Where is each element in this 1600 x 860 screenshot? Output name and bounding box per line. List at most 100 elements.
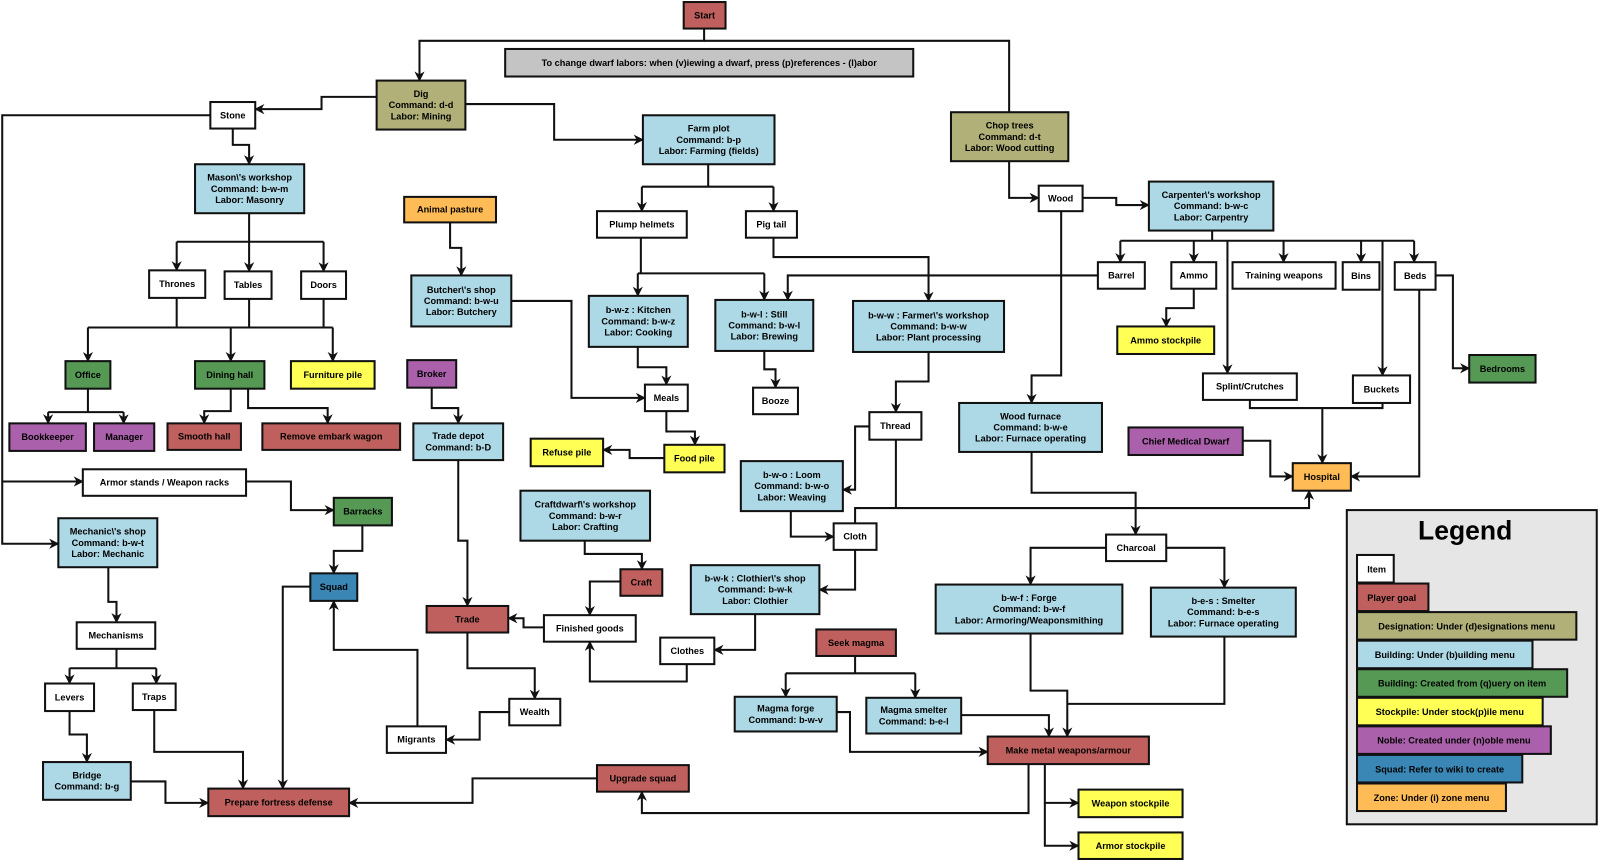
connector-wealth-to-migrants [444,711,510,745]
node-box [148,269,207,299]
node-refuse: Refuse pile [529,437,605,468]
node-label: Animal pasture [417,205,483,215]
legend-item-designation: Designation: Under (d)esignations menu [1355,611,1578,641]
node-label: Tables [234,280,262,290]
node-box [385,725,448,754]
node-box [714,298,815,352]
node-pasture: Animal pasture [403,195,498,224]
connector-broker-to-depot [430,387,464,425]
node-label: Smooth hall [178,432,230,442]
node-box [1127,426,1244,457]
legend-label: Player goal [1367,593,1416,603]
node-beds: Beds [1393,261,1437,291]
node-box [595,210,688,239]
node-box [744,210,798,239]
legend-label: Stockpile: Under stock(p)ile menu [1376,707,1524,717]
node-label: Squad [320,582,348,592]
node-trade: Trade [425,604,510,634]
node-craft: Craft [619,568,664,597]
node-label: Clothes [670,646,704,656]
node-ammo: Ammo [1170,261,1218,290]
node-box [852,299,1006,353]
connector-start-to-chop [704,39,1011,113]
node-label: b-w-k : Clothier\'s shop [705,573,806,583]
node-note: To change dwarf labors: when (v)iewing a… [504,47,915,78]
node-label: Traps [142,692,166,702]
node-label: Labor: Armoring/Weaponsmithing [955,615,1103,625]
node-barrel: Barrel [1096,261,1146,290]
connector-barrel-to-still [782,274,1098,301]
node-box [1468,353,1537,384]
node-box [375,79,467,131]
connector-makemetal-to-weaponstock [1043,764,1080,808]
node-hospital: Hospital [1291,462,1352,492]
node-label: Hospital [1304,472,1340,482]
node-label: Manager [105,432,143,442]
connector-upgrade-to-prepare [348,777,597,808]
node-box [1291,462,1352,492]
node-barracks: Barracks [332,496,393,527]
node-office: Office [64,360,112,390]
node-box [529,437,605,468]
legend-label: Building: Under (b)uilding menu [1375,650,1515,660]
connector-cloth-to-hospital [854,489,1315,524]
node-label: Refuse pile [542,448,591,458]
node-finished: Finished goods [542,614,637,643]
node-broker: Broker [406,359,458,389]
connector-bridge-to-prepare [130,780,210,808]
node-label: Command: b-w-u [424,296,499,306]
node-ammostock: Ammo stockpile [1116,325,1216,356]
node-label: Furniture pile [303,370,362,380]
node-box [207,787,351,818]
node-box [44,682,96,713]
node-label: Labor: Wood cutting [965,143,1055,153]
connector-layer [1,28,1471,851]
connector-dining-to-wagon [247,388,333,425]
node-label: Labor: Furnace operating [1168,618,1279,628]
node-label: Prepare fortress defense [225,797,333,807]
node-wood: Wood [1037,184,1084,213]
node-label: Splint/Crutches [1216,382,1284,392]
node-label: Craft [631,578,652,588]
connector-clothes-to-finished [584,640,688,683]
connector-forge-to-makemetal [1029,633,1073,738]
node-box [332,496,393,527]
node-label: Make metal weapons/armour [1006,745,1132,755]
node-label: Command: b-w-l [728,320,800,330]
node-buckets: Buckets [1351,374,1412,404]
node-label: Office [75,370,101,380]
node-label: Trade [455,614,479,624]
connector-furnace-to-charcoal [1030,451,1141,536]
connector-splint-to-hospital [1248,399,1328,465]
node-box [209,100,257,130]
connector-levers-to-bridge [68,711,93,764]
legend-item-noble: Noble: Created under (n)oble menu [1355,725,1552,755]
node-box [832,522,878,551]
node-label: Mechanisms [88,631,143,641]
node-label: Command: b-w-t [72,538,144,548]
node-label: Pig tail [756,219,786,229]
connector-depot-to-trade [457,460,473,607]
legend-title: Legend [1418,516,1512,546]
connector-cmd-to-hospital [1242,439,1294,482]
node-upgrade: Upgrade squad [595,764,690,793]
node-armorstands: Armor stands / Weapon racks [81,468,248,497]
node-furniture: Furniture pile [289,360,376,390]
node-label: Labor: Mining [391,111,452,121]
node-label: Command: b-e-s [1187,607,1259,617]
node-box [223,270,273,300]
node-label: Chop trees [986,121,1034,131]
legend-label: Designation: Under (d)esignations menu [1378,621,1555,631]
node-box [166,422,242,451]
node-label: Carpenter\'s workshop [1162,190,1261,200]
node-box [689,564,821,616]
node-manager: Manager [93,422,156,452]
node-label: Remove embark wagon [280,432,383,442]
node-plump: Plump helmets [595,210,688,239]
connector-wood-to-furnace [1026,211,1063,404]
node-box [949,111,1070,163]
